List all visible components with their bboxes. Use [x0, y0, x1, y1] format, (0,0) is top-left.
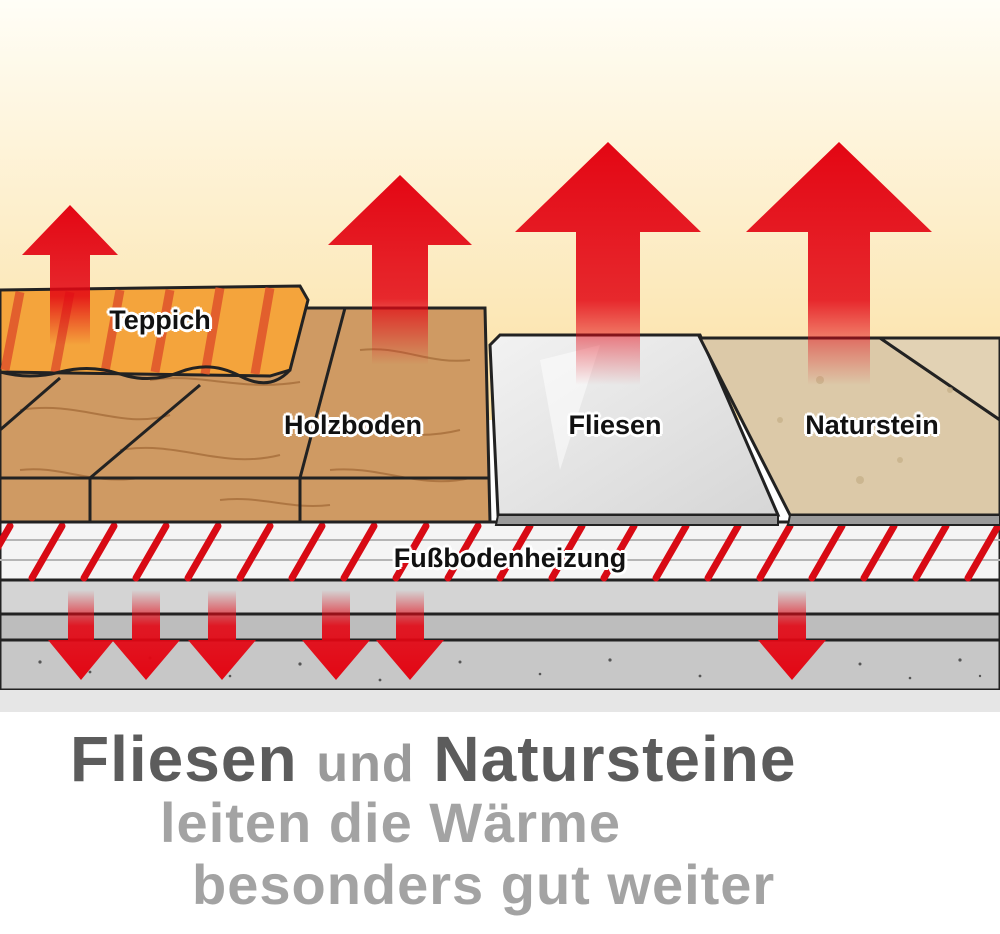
label-natural-stone: Naturstein — [805, 410, 939, 440]
heating-pipe — [80, 522, 118, 582]
caption-word-tiles: Fliesen — [70, 723, 298, 795]
label-carpet: Teppich — [109, 305, 211, 335]
heating-pipe — [496, 522, 534, 582]
tile-floor — [488, 333, 781, 526]
heat-loss-arrow — [758, 590, 826, 680]
heating-pipe — [444, 522, 482, 582]
heating-pipe — [0, 522, 14, 551]
heat-loss-arrow — [376, 590, 444, 680]
caption-line-2: leiten die Wärme — [160, 791, 622, 854]
heat-arrow-stone — [746, 142, 932, 385]
heating-pipes — [0, 522, 1000, 582]
heating-pipe — [808, 522, 846, 582]
label-underfloor-heating: Fußbodenheizung — [393, 543, 627, 573]
caption-line-1: Fliesen und Natursteine — [70, 722, 796, 796]
heat-arrow-carpet — [22, 205, 118, 345]
caption-word-stones: Natursteine — [433, 723, 797, 795]
screed-layer — [0, 576, 1000, 642]
heating-pipe — [756, 522, 794, 582]
heating-pipe — [340, 522, 378, 582]
heating-pipe — [860, 522, 898, 582]
heat-arrow-tiles — [515, 142, 701, 385]
heating-pipe — [236, 522, 274, 582]
heat-arrows-up — [22, 142, 932, 385]
heat-loss-arrow — [302, 590, 370, 680]
heat-loss-arrow — [188, 590, 256, 680]
label-tiles: Fliesen — [568, 410, 662, 440]
heating-pipe — [548, 522, 586, 582]
heating-pipe — [28, 522, 66, 582]
heating-pipe — [184, 522, 222, 582]
heat-loss-arrow — [48, 590, 114, 680]
heat-arrows-down — [48, 590, 826, 680]
heat-loss-arrow — [112, 590, 180, 680]
caption-line-3: besonders gut weiter — [192, 853, 776, 916]
heat-arrow-wood — [328, 175, 472, 365]
heating-pipe — [288, 522, 326, 582]
heating-pipe — [392, 522, 430, 582]
label-wood: Holzboden — [284, 410, 422, 440]
heating-pipe — [132, 522, 170, 582]
heating-pipe — [964, 522, 1000, 582]
heating-pipe — [652, 522, 690, 582]
heating-layer — [0, 520, 1000, 582]
caption-word-and: und — [316, 735, 415, 793]
heating-pipe — [704, 522, 742, 582]
heating-pipe — [912, 522, 950, 582]
heating-pipe — [600, 522, 638, 582]
